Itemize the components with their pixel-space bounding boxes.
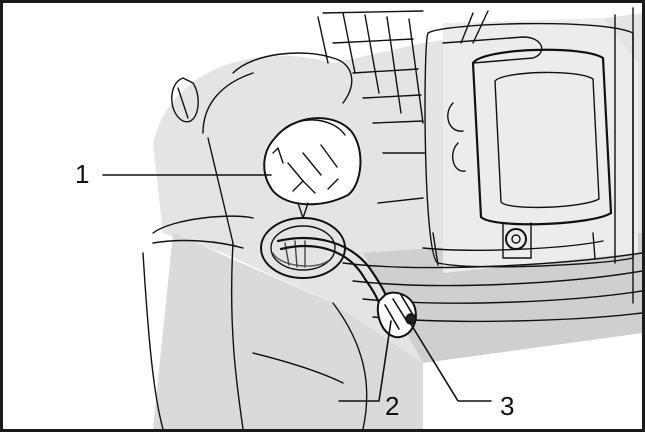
fuel-tank xyxy=(142,215,368,429)
fuel-cap xyxy=(263,117,362,219)
callout-label-2: 2 xyxy=(385,391,400,421)
leader-line-2 xyxy=(338,320,392,402)
engine-illustration xyxy=(102,7,642,429)
callout-label-3: 3 xyxy=(500,391,515,421)
callout-leaders xyxy=(102,174,492,402)
leader-line-3 xyxy=(408,320,492,402)
engine-housing xyxy=(171,10,426,244)
fuel-filter xyxy=(376,291,417,339)
background-shading xyxy=(153,13,642,429)
callout-label-1: 1 xyxy=(75,159,90,189)
